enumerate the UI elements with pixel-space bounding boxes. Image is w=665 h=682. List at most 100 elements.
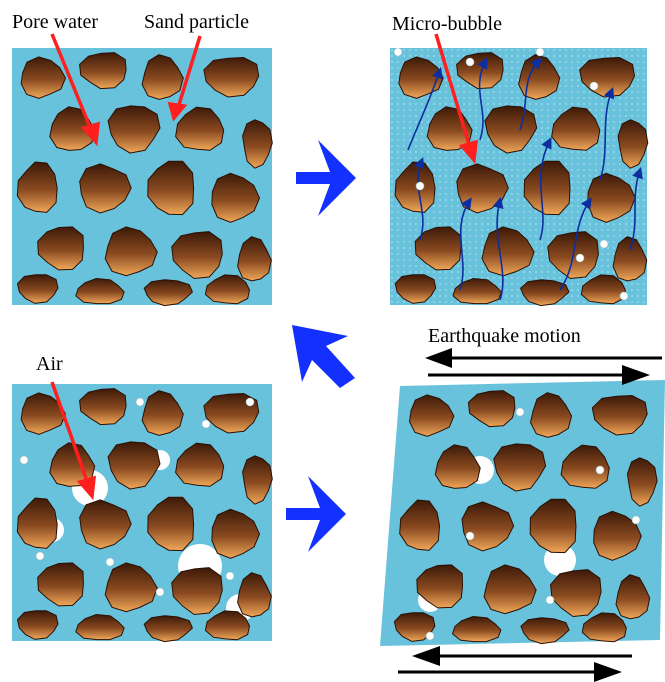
bubble [515,407,525,417]
water-flow-arrow [407,66,443,151]
bubble [415,181,425,191]
micro-bubble-pointer [434,33,472,149]
bubble [535,47,545,57]
bubble [35,551,45,561]
water-flow-arrow [599,87,615,181]
pore-water-pointer-head [80,121,101,147]
p1-sand-particle [204,274,251,305]
p1-sand-particle [141,54,184,100]
p2-sand-particle [523,160,571,216]
air-pointer [50,381,90,485]
p3-sand-particle [143,615,194,643]
p4-sand-particle [591,394,648,436]
water-flow-arrow [492,196,504,301]
arrow-down-left-icon [292,325,355,388]
p3-sand-particle [75,613,125,641]
p2-sand-particle [398,56,444,99]
p4-sand-particle [416,564,464,609]
p3-sand-particle [107,441,161,490]
p4-sand-particle [483,564,537,615]
bubble [545,595,555,605]
p2-sand-particle [394,274,437,304]
p2-sand-particle [580,274,626,305]
arrow-right-icon [296,140,356,216]
micro-bubble-label: Micro-bubble [392,13,502,35]
sand-particle-pointer-head [167,101,188,122]
water-flow-arrow [559,197,592,291]
pore-water-label: Pore water [12,11,98,33]
air-pointer-head [76,475,97,501]
earthquake-motion-label: Earthquake motion [428,325,581,347]
water-flow-arrow [539,137,552,241]
p3-sand-particle [141,390,184,436]
bubble [575,253,585,263]
p3-sand-particle [203,392,260,434]
p2-sand-particle [518,54,561,100]
bubble [135,397,145,407]
p1-sand-particle [79,163,132,214]
p4-sand-particle [461,501,515,552]
p2-sand-particle [551,106,601,151]
p3-sand-particle [175,442,225,487]
p3-sand-particle [37,562,84,607]
p1-sand-particle [16,161,58,213]
p3-sand-particle [171,567,223,616]
p4-sand-particle [615,574,651,620]
p2-sand-particle [612,236,648,282]
p4-sand-particle [529,392,573,438]
bubble [465,57,475,67]
p4-sand-particle [434,444,481,489]
air-label: Air [36,353,63,375]
p1-sand-particle [107,105,161,154]
p1-sand-particle [16,274,59,304]
bubble [631,515,641,525]
p1-sand-particle [171,231,223,280]
bubble [589,81,599,91]
bubble [595,465,605,475]
water-flow-arrow [629,166,643,251]
p1-sand-particle [104,226,158,277]
earthquake-motion-arrows-bottom [398,646,632,682]
p4-sand-particle [493,443,547,492]
p1-sand-particle [203,56,260,98]
p4-sand-particle [408,394,455,437]
p1-sand-particle [143,279,194,307]
p1-sand-particle [211,172,261,223]
p4-sand-particle [520,617,570,645]
p1-sand-particle [147,160,195,216]
p4-sand-particle [393,612,436,642]
micro-bubble-pointer-head [458,139,479,165]
p2-sand-particle [452,277,502,305]
p4-sand-particle [581,612,627,643]
bubble [465,531,475,541]
p4-sand-particle [467,390,516,428]
pore-water-pointer [50,33,94,133]
p1-sand-particle [37,226,84,271]
p1-sand-particle [175,106,225,151]
p4-sand-particle [593,510,642,561]
bubble [245,397,255,407]
sand-particle-label: Sand particle [144,11,249,33]
bubble [155,587,165,597]
p4-sand-particle [549,569,602,618]
bubble [425,631,435,641]
p4-sand-particle [529,498,577,554]
p3-sand-particle [204,610,251,641]
bubble [599,239,609,249]
water-flow-arrow [519,57,543,131]
p2-sand-particle [617,119,649,169]
water-flow-arrow [477,57,488,141]
water-flow-arrow [459,197,472,291]
p1-sand-particle [242,119,273,169]
p3-sand-particle [104,562,158,613]
arrow-right-icon [286,476,346,552]
bubble [105,557,115,567]
bubble [619,291,629,301]
p4-sand-particle [560,444,610,489]
p3-sand-particle [211,508,261,559]
p3-sand-particle [242,455,273,505]
p3-sand-particle [79,388,127,426]
p3-sand-particle [16,497,58,549]
p3-sand-particle [147,496,195,552]
p3-sand-particle [237,572,272,618]
